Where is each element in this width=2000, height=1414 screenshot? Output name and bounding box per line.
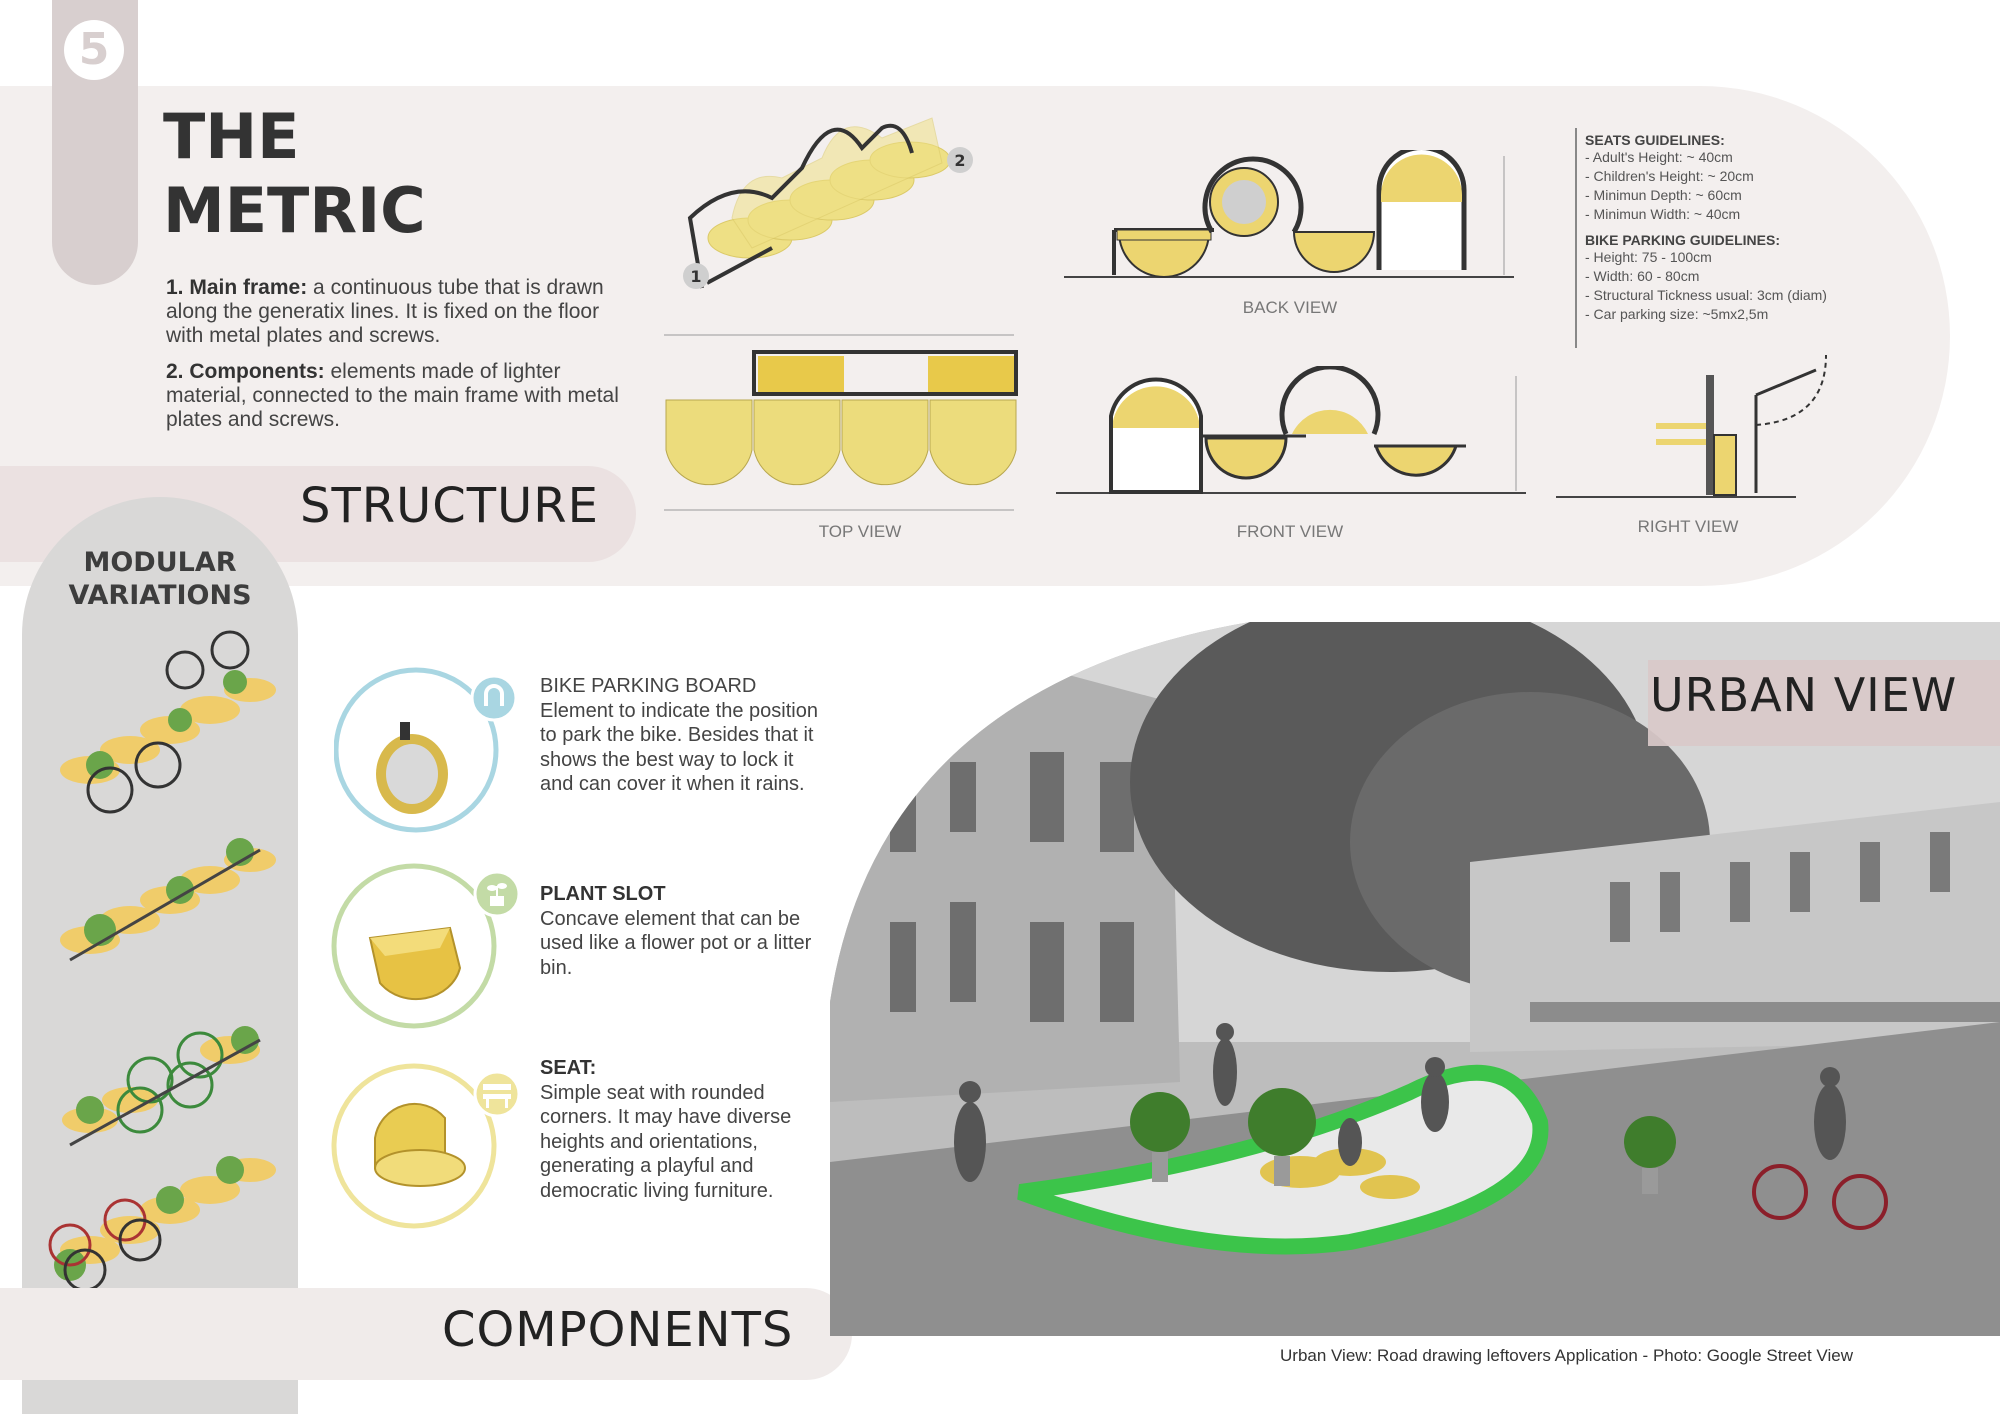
modular-variations-title: MODULAR VARIATIONS (40, 546, 280, 612)
bike-guideline: - Height: 75 - 100cm (1585, 249, 1712, 265)
seat-text: Simple seat with rounded corners. It may… (540, 1081, 792, 1202)
bike-board-description: BIKE PARKING BOARD Element to indicate t… (540, 674, 830, 797)
components-label: COMPONENTS (442, 1302, 794, 1358)
marker-2-label: 2 (954, 151, 965, 170)
plant-icon (487, 883, 507, 906)
main-frame-heading: 1. Main frame: (166, 276, 308, 299)
bench-icon (483, 1084, 511, 1108)
variation-1 (60, 630, 276, 814)
modular-variations-drawings (48, 630, 276, 1292)
seat-guideline: - Minimun Width: ~ 40cm (1585, 206, 1741, 222)
variation-2 (60, 838, 276, 962)
seat-guideline: - Minimun Depth: ~ 60cm (1585, 187, 1742, 203)
photo-caption: Urban View: Road drawing leftovers Appli… (1280, 1346, 1853, 1365)
seat-guideline: - Children's Height: ~ 20cm (1585, 168, 1754, 184)
plant-slot-title: PLANT SLOT (540, 883, 666, 905)
bike-board-illustration (334, 667, 518, 833)
right-view-label: RIGHT VIEW (1637, 517, 1739, 536)
bike-guidelines-title: BIKE PARKING GUIDELINES: (1585, 232, 1780, 248)
bike-guideline: - Car parking size: ~5mx2,5m (1585, 306, 1769, 322)
marker-1 (683, 263, 709, 289)
back-view-label: BACK VIEW (1242, 298, 1338, 317)
seat-illustration (331, 1063, 521, 1229)
front-view-label: FRONT VIEW (1236, 522, 1344, 541)
title-line-2: METRIC (163, 174, 426, 247)
marker-1-label: 1 (690, 267, 701, 286)
variation-3 (62, 1026, 261, 1147)
top-view-drawing (664, 334, 1018, 511)
page-title: THE METRIC (163, 100, 543, 248)
plant-slot-description: PLANT SLOT Concave element that can be u… (540, 882, 830, 980)
seats-guidelines-title: SEATS GUIDELINES: (1585, 132, 1725, 148)
section-number-badge: 5 (64, 20, 124, 80)
caption-bar (1232, 1336, 2000, 1376)
top-view-label: TOP VIEW (818, 522, 902, 541)
plant-slot-illustration (331, 863, 521, 1029)
plant-slot-text: Concave element that can be used like a … (540, 907, 812, 979)
front-view-drawing (1056, 366, 1526, 494)
main-frame-paragraph: 1. Main frame: a continuous tube that is… (166, 276, 636, 348)
seat-guideline: - Adult's Height: ~ 40cm (1585, 149, 1733, 165)
isometric-frame-drawing: 1 2 (683, 117, 973, 289)
seat-description: SEAT: Simple seat with rounded corners. … (540, 1056, 830, 1203)
urban-view-pill (1648, 660, 2000, 746)
magnet-icon (484, 684, 504, 706)
components-pill (0, 1288, 852, 1380)
modular-title-line-1: MODULAR (83, 547, 237, 578)
urban-view-label: URBAN VIEW (1650, 668, 1958, 722)
main-frame-text: a continuous tube that is drawn along th… (166, 276, 604, 347)
seat-title: SEAT: (540, 1057, 597, 1079)
title-line-1: THE (163, 100, 300, 173)
components-paragraph: 2. Components: elements made of lighter … (166, 360, 636, 432)
back-view-drawing (1064, 150, 1514, 278)
right-view-drawing (1556, 354, 1827, 498)
guidelines-box: SEATS GUIDELINES: - Adult's Height: ~ 40… (1575, 128, 1897, 348)
bike-board-text: Element to indicate the position to park… (540, 699, 818, 796)
components-text: elements made of lighter material, conne… (166, 360, 619, 431)
bike-board-title: BIKE PARKING BOARD (540, 675, 757, 697)
components-heading: 2. Components: (166, 360, 325, 383)
marker-2 (947, 147, 973, 173)
modular-title-line-2: VARIATIONS (68, 580, 252, 611)
variation-4 (48, 1156, 276, 1292)
bike-guideline: - Width: 60 - 80cm (1585, 268, 1700, 284)
structure-label: STRUCTURE (300, 478, 599, 534)
bike-guideline: - Structural Tickness usual: 3cm (diam) (1585, 287, 1827, 303)
